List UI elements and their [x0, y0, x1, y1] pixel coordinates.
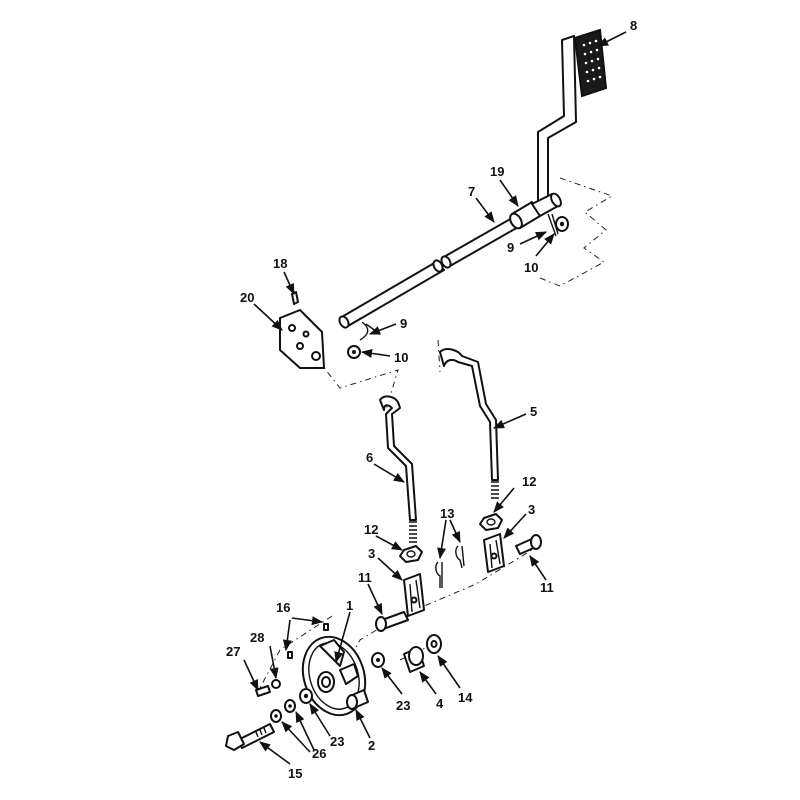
right-cotter-pin-and-washer	[547, 213, 569, 237]
callout-26: 26	[312, 746, 326, 761]
callout-11-left: 11	[358, 570, 372, 585]
callout-9-right: 9	[507, 240, 514, 255]
part-20-bracket	[279, 309, 325, 369]
part-5-rod	[439, 348, 499, 499]
part-15-bolt	[225, 723, 275, 751]
part-23-spacer-upper	[371, 652, 385, 668]
pedal-arm	[537, 35, 577, 205]
part-7-cross-shaft	[338, 217, 521, 329]
left-cotter-pin-and-washer	[347, 321, 381, 359]
callout-13: 13	[440, 506, 454, 521]
part-1-pulley-arm	[301, 635, 367, 717]
callout-15: 15	[288, 766, 302, 781]
callout-10-left: 10	[394, 350, 408, 365]
part-11-clevis-pin-left	[375, 611, 409, 632]
callout-12-left: 12	[364, 522, 378, 537]
part-16-detents	[287, 623, 329, 659]
callout-3-right: 3	[528, 502, 535, 517]
callout-20: 20	[240, 290, 254, 305]
callout-12-right: 12	[522, 474, 536, 489]
part-19-bushing	[509, 192, 562, 230]
callout-11-right: 11	[540, 580, 554, 595]
part-18-pin	[291, 291, 299, 305]
callout-23-right: 23	[396, 698, 410, 713]
part-11-clevis-pin-right	[515, 534, 542, 555]
callout-14: 14	[458, 690, 473, 705]
part-23-spacer-lower	[299, 688, 313, 704]
part-12-nut-right	[479, 513, 503, 531]
callout-9-left: 9	[400, 316, 407, 331]
part-12-nut-left	[399, 545, 423, 563]
callout-19: 19	[490, 164, 504, 179]
callout-18: 18	[273, 256, 287, 271]
callout-28: 28	[250, 630, 264, 645]
callout-8: 8	[630, 18, 637, 33]
callout-5: 5	[530, 404, 537, 419]
callout-4: 4	[436, 696, 444, 711]
part-3-clevis-left	[403, 573, 425, 617]
callout-1: 1	[346, 598, 353, 613]
callout-23-left: 23	[330, 734, 344, 749]
part-14-washer	[426, 634, 442, 654]
part-6-rod	[379, 395, 417, 543]
part-2-spacer	[346, 689, 369, 710]
callout-labels: 8 19 7 9 10 18 20 9 10 5 6 12 12 13 3 3 …	[226, 18, 637, 781]
callout-27: 27	[226, 644, 240, 659]
leader-arrows	[243, 31, 627, 765]
callout-2: 2	[368, 738, 375, 753]
callout-16: 16	[276, 600, 290, 615]
callout-10-right: 10	[524, 260, 538, 275]
part-13-cotter-pins	[435, 545, 465, 588]
part-3-clevis-right	[483, 533, 505, 573]
part-26-washers	[270, 699, 296, 723]
callout-7: 7	[468, 184, 475, 199]
part-4-bushing	[403, 646, 425, 673]
part-27-screw	[255, 685, 271, 697]
part-28-washer	[271, 679, 281, 689]
callout-6: 6	[366, 450, 373, 465]
part-8-pedal-pad	[573, 28, 608, 98]
callout-3-left: 3	[368, 546, 375, 561]
assembly-lines	[259, 177, 614, 689]
